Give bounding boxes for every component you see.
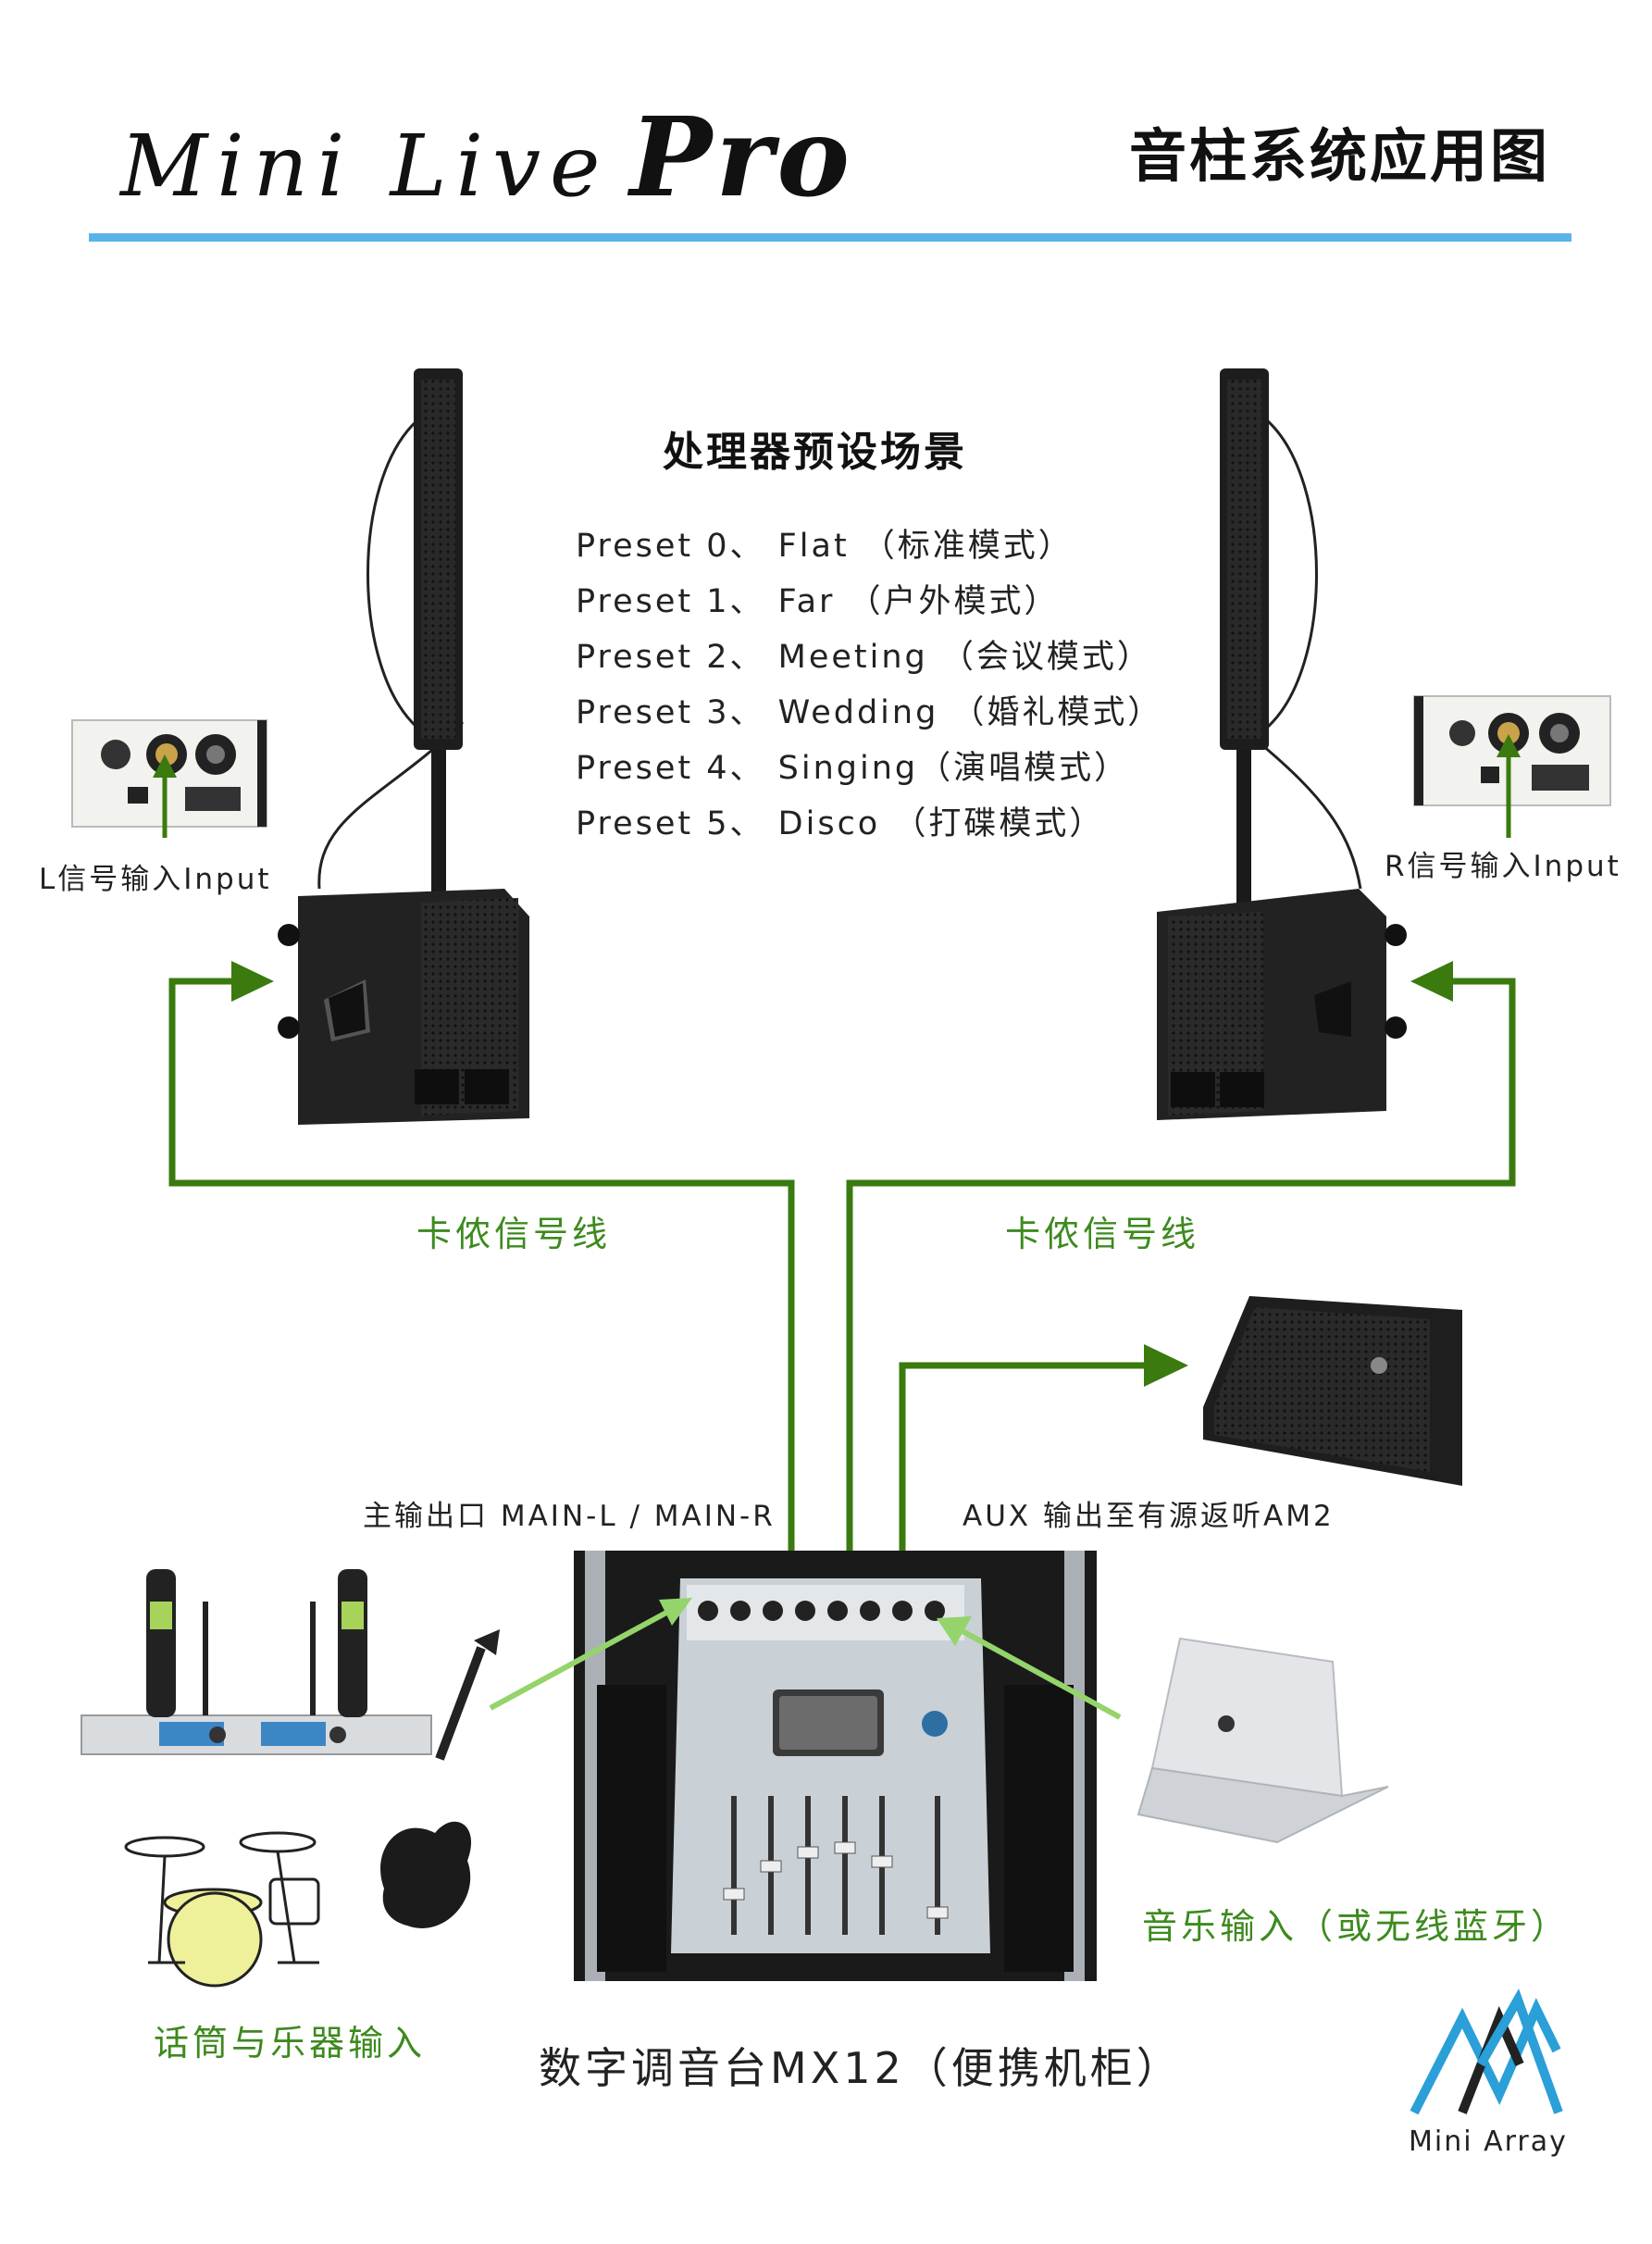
preset-heading: 处理器预设场景 [663,429,967,476]
aux-cable-route [899,1344,1188,1565]
document-title: 音柱系统应用图 [1128,122,1550,190]
laptop [1137,1637,1389,1844]
main-output-label: 主输出口 MAIN-L / MAIN-R [363,1500,776,1533]
left-input-label: L信号输入Input [39,863,272,896]
preset-item: Preset 3、 Wedding （婚礼模式） [576,694,1163,731]
mic-instrument-input-label: 话筒与乐器输入 [154,2023,427,2063]
drum-kit [124,1831,320,1988]
right-subwoofer [1157,889,1407,1120]
electric-guitar [380,1629,500,1928]
preset-item: Preset 4、 Singing（演唱模式） [576,750,1130,787]
mini-array-logo [1410,1988,1563,2115]
logo-wordmark: Mini Array [1409,2126,1568,2158]
brand-bold-text: Pro [629,93,854,221]
brand-script-text: Mini Live [120,117,610,216]
left-input-arrow [153,754,177,838]
left-subwoofer [278,889,529,1125]
preset-item: Preset 5、 Disco （打碟模式） [576,805,1105,842]
left-cable-label: 卡侬信号线 [416,1214,612,1254]
left-input-panel [71,719,267,828]
header-divider [89,233,1571,242]
right-cable-route [846,961,1516,1565]
preset-item: Preset 2、 Meeting （会议模式） [576,639,1152,676]
left-cable-route [168,961,795,1565]
right-input-arrow [1497,734,1521,838]
mixer-label: 数字调音台MX12（便携机柜） [539,2043,1183,2093]
right-input-label: R信号输入Input [1385,850,1621,883]
right-cable-label: 卡侬信号线 [1005,1214,1200,1254]
aux-output-label: AUX 输出至有源返听AM2 [963,1500,1335,1533]
right-column-speaker [1220,368,1362,916]
preset-list: Preset 0、 Flat （标准模式） Preset 1、 Far （户外模… [576,518,1162,852]
music-input-label: 音乐输入（或无线蓝牙） [1142,1906,1571,1947]
music-input-arrow [937,1616,1122,1720]
preset-item: Preset 0、 Flat （标准模式） [576,528,1074,565]
wireless-mic-receiver [81,1569,432,1755]
instrument-input-arrow [489,1598,692,1711]
left-column-speaker [317,368,465,916]
stage-monitor-am2 [1203,1296,1462,1486]
preset-item: Preset 1、 Far （户外模式） [576,583,1060,620]
digital-mixer-mx12 [574,1551,1097,1981]
